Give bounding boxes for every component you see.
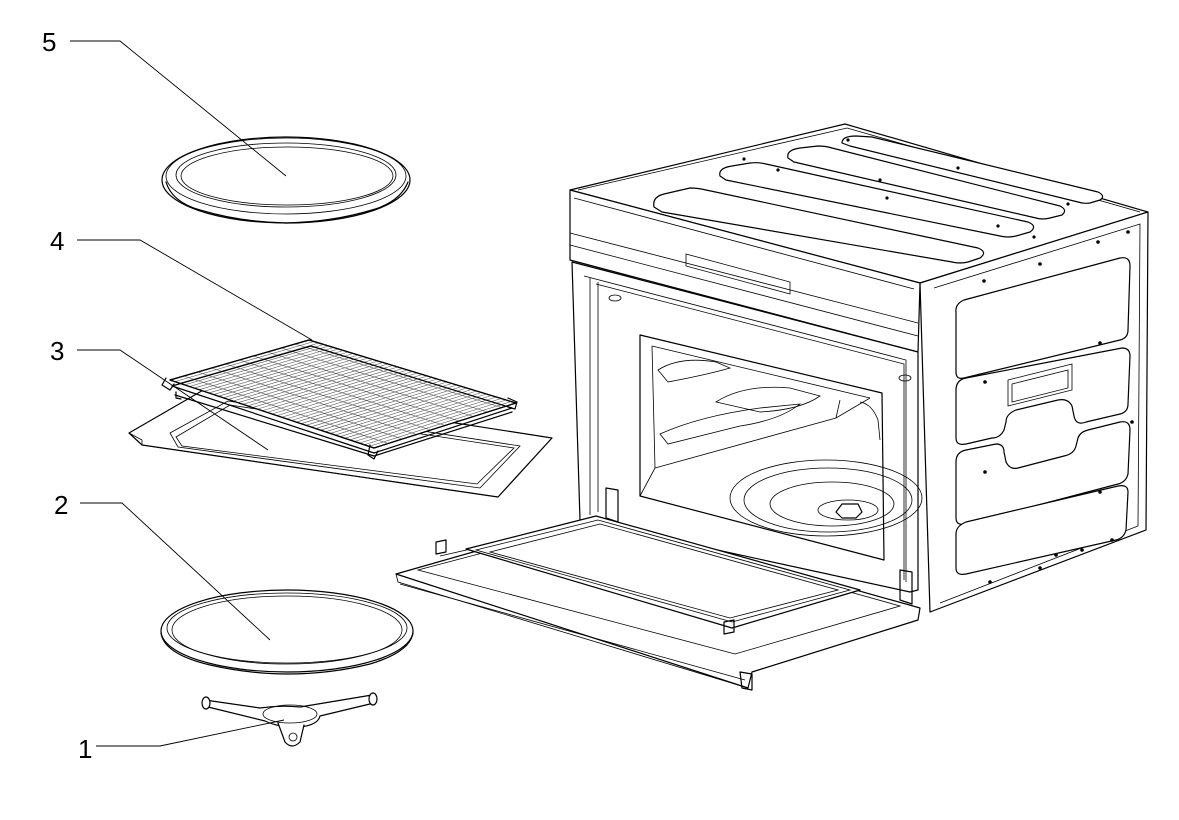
- oven-body: [395, 123, 1149, 691]
- callout-5: 5: [42, 27, 56, 57]
- part-5-round-tray: [161, 136, 411, 224]
- part-1-roller-support: [201, 692, 378, 747]
- rack-wire: [225, 363, 431, 431]
- leader-lines: [70, 40, 313, 747]
- rack-wire: [295, 343, 502, 408]
- leader-1: [96, 719, 285, 747]
- leader-4: [77, 239, 313, 341]
- callout-1: 1: [78, 734, 92, 764]
- rack-wire: [183, 375, 389, 444]
- callout-4: 4: [50, 226, 64, 256]
- leader-3: [77, 349, 269, 451]
- leader-5: [70, 40, 287, 177]
- rack-wire: [211, 367, 417, 435]
- rack-wire: [197, 371, 403, 440]
- callout-labels: 5 4 3 2 1: [42, 27, 92, 764]
- rack-wire: [267, 351, 474, 417]
- rack-wire: [253, 355, 460, 422]
- part-2-glass-turntable: [160, 589, 414, 675]
- rack-wire: [239, 359, 446, 426]
- leader-2: [80, 502, 271, 641]
- callout-3: 3: [50, 336, 64, 366]
- rack-wire: [281, 347, 488, 413]
- part-4-wire-rack: [161, 339, 518, 460]
- callout-2: 2: [54, 490, 68, 520]
